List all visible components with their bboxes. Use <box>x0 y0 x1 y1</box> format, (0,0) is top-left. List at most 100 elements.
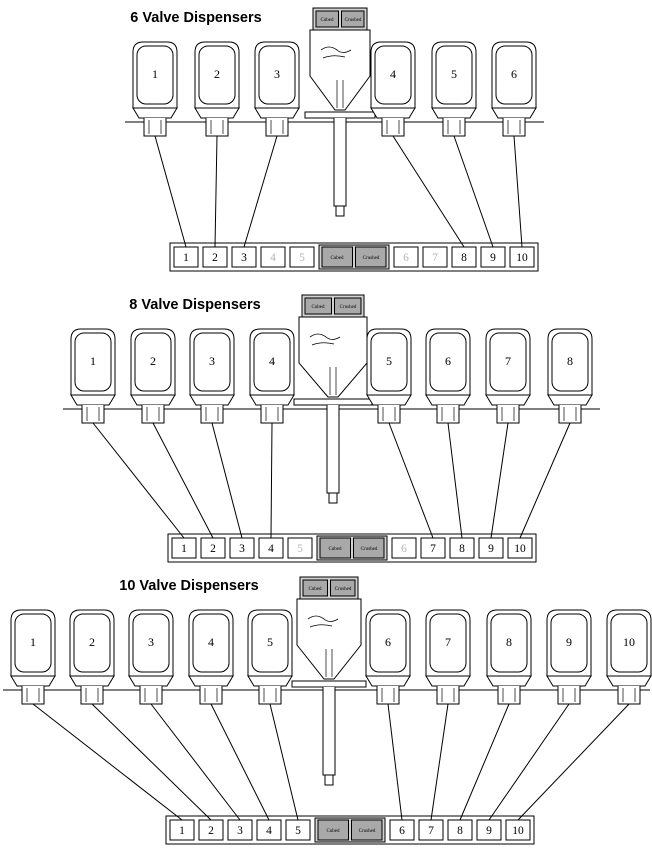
valve-base <box>10 675 56 687</box>
valve-nozzle <box>260 405 284 424</box>
valve-number: 6 <box>511 67 517 81</box>
cubed-ice-button <box>304 297 332 315</box>
connection-valve-1-to-key-1 <box>92 422 185 539</box>
valve-lens <box>258 45 296 105</box>
connection-valve-5-to-key-7 <box>388 422 434 539</box>
connection-valve-4-to-key-4 <box>270 422 273 539</box>
keypad-crushed-label: Crushed <box>359 829 376 834</box>
valve-cover <box>70 328 116 396</box>
key-8: 8 <box>449 537 475 559</box>
key-number: 2 <box>210 543 216 555</box>
key-10: 10 <box>509 246 535 268</box>
cubed-ice-button <box>302 579 328 597</box>
valve-nozzle <box>496 405 520 424</box>
connection-valve-5-to-key-9 <box>453 135 494 248</box>
key-box <box>289 246 315 268</box>
valve-3: 3 <box>254 41 300 137</box>
valve-cover <box>189 328 235 396</box>
key-9: 9 <box>480 246 506 268</box>
chute-handle <box>307 615 339 628</box>
valve-nozzle <box>21 686 45 705</box>
valve-nozzle <box>141 405 165 424</box>
valve-cover <box>194 41 240 109</box>
valve-lens <box>73 613 111 673</box>
keypad-cubed-label: Cubed <box>330 256 344 261</box>
key-6: 6 <box>393 246 419 268</box>
key-9: 9 <box>476 819 502 841</box>
key-box <box>260 246 286 268</box>
key-number: 5 <box>299 252 305 264</box>
connection-valve-4-to-key-8 <box>392 135 465 248</box>
connection-valve-9-to-key-9 <box>488 703 570 821</box>
valve-lens <box>136 45 174 105</box>
key-number: 4 <box>268 543 274 555</box>
keypad-cubed-label: Cubed <box>328 547 342 552</box>
valve-3: 3 <box>189 328 235 424</box>
chute-tip <box>324 774 334 786</box>
valve-cover <box>10 609 56 677</box>
valve-base <box>128 675 174 687</box>
key-box <box>393 246 419 268</box>
key-3: 3 <box>231 246 257 268</box>
key-number: 9 <box>486 825 492 837</box>
valve-7: 7 <box>425 609 471 705</box>
keypad-crushed-label: Crushed <box>361 547 378 552</box>
connection-valve-3-to-key-3 <box>150 703 241 821</box>
keypad-cubed-button <box>319 537 351 559</box>
chute-handle <box>309 333 341 346</box>
key-box <box>287 537 313 559</box>
valve-8: 8 <box>486 609 532 705</box>
valve-number: 2 <box>150 354 156 368</box>
valve-3: 3 <box>128 609 174 705</box>
valve-cover <box>485 328 531 396</box>
valve-base <box>189 394 235 406</box>
key-box <box>422 246 448 268</box>
key-3: 3 <box>229 537 255 559</box>
valve-base <box>188 675 234 687</box>
valve-base <box>132 107 178 119</box>
valve-1: 1 <box>70 328 116 424</box>
key-4: 4 <box>258 537 284 559</box>
chute-tip <box>328 492 338 504</box>
valve-number: 6 <box>385 635 391 649</box>
key-number: 3 <box>237 825 243 837</box>
chute-handle <box>320 46 352 59</box>
valve-base <box>247 675 293 687</box>
crushed-label: Crushed <box>335 587 352 592</box>
valve-cover <box>606 609 652 677</box>
connection-valve-6-to-key-6 <box>387 703 403 821</box>
valve-lens <box>253 332 291 392</box>
key-5: 5 <box>289 246 315 268</box>
key-10: 10 <box>505 819 531 841</box>
valve-number: 7 <box>445 635 451 649</box>
connection-valve-6-to-key-8 <box>447 422 463 539</box>
cubed-ice-button <box>315 10 339 28</box>
valve-4: 4 <box>188 609 234 705</box>
valve-lens <box>429 332 467 392</box>
valve-lens <box>134 332 172 392</box>
valve-lens <box>435 45 473 105</box>
keypad-cubed-button <box>317 819 349 841</box>
key-5: 5 <box>285 819 311 841</box>
valve-base <box>70 394 116 406</box>
valve-5: 5 <box>431 41 477 137</box>
valve-number: 5 <box>386 354 392 368</box>
valve-lens <box>251 613 289 673</box>
valve-nozzle <box>497 686 521 705</box>
valve-number: 10 <box>623 635 635 649</box>
key-7: 7 <box>418 819 444 841</box>
valve-base <box>425 675 471 687</box>
chute-stem <box>326 405 340 494</box>
keypad-cubed-label: Cubed <box>326 829 340 834</box>
valve-cover <box>247 609 293 677</box>
chute-collar <box>293 398 373 406</box>
valve-number: 4 <box>390 67 396 81</box>
key-6: 6 <box>389 819 415 841</box>
section-title: 6 Valve Dispensers <box>130 10 261 26</box>
valve-lens <box>551 332 589 392</box>
key-number: 1 <box>183 252 189 264</box>
valve-cover <box>254 41 300 109</box>
valve-lens <box>193 332 231 392</box>
